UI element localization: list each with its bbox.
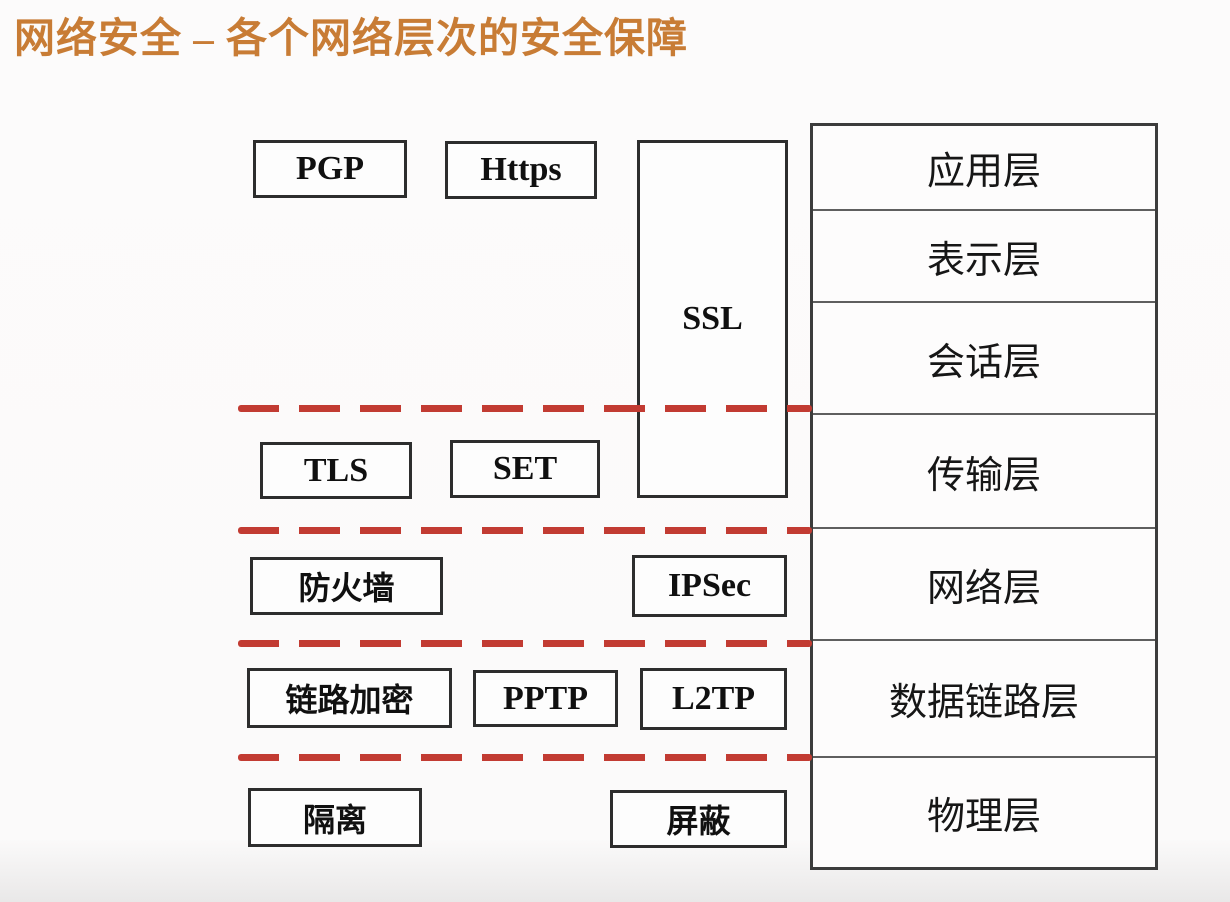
- osi-layer-stack: 应用层 表示层 会话层 传输层 网络层 数据链路层 物理层: [810, 123, 1158, 870]
- layer-row-transport: 传输层: [813, 413, 1155, 527]
- layer-row-presentation: 表示层: [813, 209, 1155, 301]
- slide-title: 网络安全 – 各个网络层次的安全保障: [14, 15, 688, 61]
- protocol-box-pptp: PPTP: [473, 670, 618, 727]
- layer-row-application: 应用层: [926, 151, 1041, 193]
- protocol-box-link-encryption: 链路加密: [247, 668, 452, 728]
- protocol-box-shielding: 屏蔽: [610, 790, 787, 848]
- protocol-box-ssl: SSL: [637, 140, 788, 498]
- layer-divider-dashed-transport-network: [238, 527, 812, 534]
- layer-row-network: 网络层: [813, 527, 1155, 639]
- layer-row-datalink: 数据链路层: [813, 639, 1155, 756]
- protocol-box-set: SET: [450, 440, 600, 498]
- layer-divider-dashed-datalink-physical: [238, 754, 812, 761]
- protocol-box-l2tp: L2TP: [640, 668, 787, 730]
- protocol-box-isolation: 隔离: [248, 788, 422, 847]
- layer-row-session: 会话层: [813, 301, 1155, 413]
- layer-divider-dashed-session-transport: [238, 405, 812, 412]
- layer-row-physical: 物理层: [813, 756, 1155, 867]
- protocol-box-https: Https: [445, 141, 597, 199]
- protocol-box-firewall: 防火墙: [250, 557, 443, 615]
- protocol-box-pgp: PGP: [253, 140, 407, 198]
- layer-divider-dashed-network-datalink: [238, 640, 812, 647]
- protocol-box-tls: TLS: [260, 442, 412, 499]
- protocol-box-ipsec: IPSec: [632, 555, 787, 617]
